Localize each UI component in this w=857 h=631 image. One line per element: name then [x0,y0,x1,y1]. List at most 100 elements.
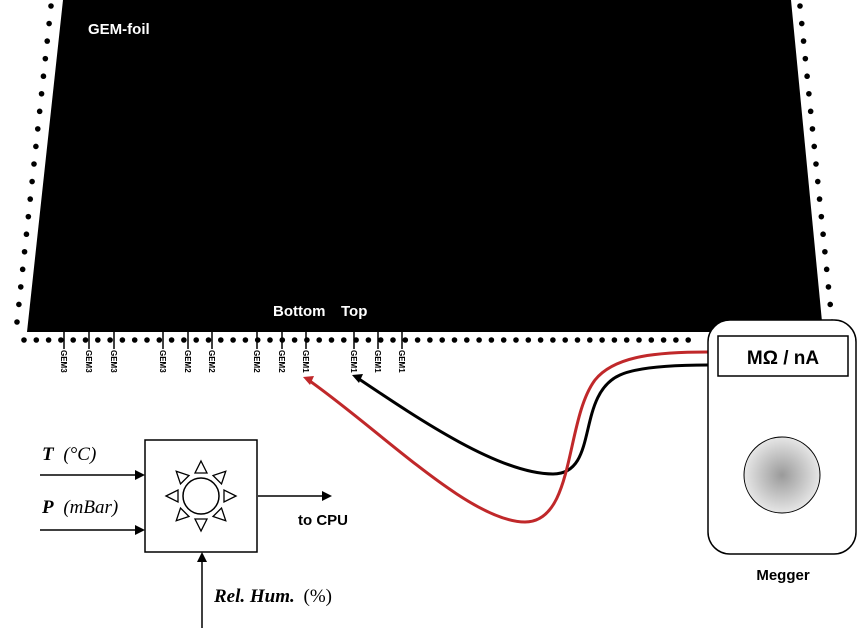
foil-dot [14,319,20,325]
megger-label: Megger [756,567,810,584]
sun-ray [193,459,209,474]
sun-ray [223,488,238,504]
foil-dot [119,337,126,343]
foil-dot [648,337,655,343]
foil-dot [814,178,821,185]
megger-device: MΩ / nA Megger [707,319,857,584]
black-wire [355,363,709,476]
foil-dot [38,90,45,97]
megger-display [717,335,849,377]
foil-dot [45,337,52,343]
foil-dot [804,73,810,80]
foil-dot [304,337,310,343]
foil-dot [70,337,76,343]
foil-dot [623,337,630,343]
foil-dot [27,196,34,202]
contact-tab-label: GEM1 [301,350,310,373]
foil-dot [168,337,175,343]
foil-dot [823,266,830,273]
foil-dot [488,337,495,343]
megger-display-text: MΩ / nA [747,348,820,369]
pressure-symbol: P [41,497,54,518]
foil-dot [33,143,39,150]
foil-dot [31,161,37,167]
contact-tab-label: GEM2 [252,350,261,373]
foil-dot [816,196,823,202]
contact-tab-label: GEM3 [84,350,93,373]
contact-tab-label: GEM2 [277,350,286,373]
foil-dot [156,337,163,343]
wires [303,350,709,524]
foil-dot [685,337,691,343]
foil-dot [427,337,433,343]
foil-dot [390,337,396,343]
foil-dot [550,337,556,343]
gem-foil-body [27,0,823,332]
knob-icon[interactable] [743,436,821,514]
contact-tab-label: GEM1 [373,350,382,373]
contact-tab-label: GEM1 [349,350,358,373]
foil-perimeter-dots [14,3,835,343]
foil-dot [825,284,832,290]
humidity-symbol: Rel. Hum. [213,586,295,607]
temperature-symbol: T [42,444,55,465]
sun-ray [164,488,179,504]
contact-tab-label: GEM3 [59,350,68,373]
foil-dot [316,337,323,343]
sun-ray [211,470,227,486]
foil-dot [562,337,568,343]
foil-dot [21,248,28,255]
foil-dot [33,337,40,343]
foil-dot [800,38,807,44]
environmental-sensor: T (°C) P (mBar) Rel. Hum. (%) to CPU [40,439,348,628]
foil-dot [21,337,27,343]
contact-tab-label: GEM2 [183,350,192,373]
foil-dot [822,248,828,255]
foil-dot [818,213,825,220]
foil-dot [827,301,834,308]
foil-dot [365,337,372,343]
sun-ray [193,518,209,533]
foil-dot [36,108,43,115]
foil-dot [267,337,273,343]
foil-dot [44,38,51,44]
foil-dot [611,337,618,343]
sun-ray [211,506,227,522]
foil-dot [107,337,113,343]
foil-dot [48,3,54,9]
foil-dot [797,3,803,9]
contact-tab-label: GEM2 [207,350,216,373]
contact-tab-label: GEM1 [397,350,406,373]
foil-dot [16,301,22,308]
foil-dot [464,337,470,343]
foil-dot [798,20,805,27]
temperature-label: T (°C) [42,444,96,465]
top-label: Top [341,303,367,320]
foil-dot [230,337,236,343]
foil-dot [131,337,138,343]
foil-dot [811,143,818,150]
foil-dot [673,337,679,343]
foil-dot [40,73,47,80]
foil-dot [341,337,347,343]
foil-dot [806,90,812,97]
foil-dot [23,231,30,238]
foil-dot [451,337,458,343]
foil-dot [807,108,814,115]
foil-dot [802,55,809,62]
humidity-unit: (%) [304,586,332,607]
foil-dot [377,337,384,343]
foil-dot [813,161,819,167]
gem-foil: GEM-foil Bottom Top [14,0,835,343]
foil-dot [414,337,421,343]
foil-dot [42,55,49,62]
foil-dot [587,337,593,343]
foil-dot [525,337,532,343]
foil-dot [809,126,816,132]
foil-dot [19,266,26,273]
foil-dot [820,231,826,238]
foil-dot [58,337,64,343]
contact-tab-label: GEM3 [109,350,118,373]
gem-foil-label: GEM-foil [88,21,150,38]
